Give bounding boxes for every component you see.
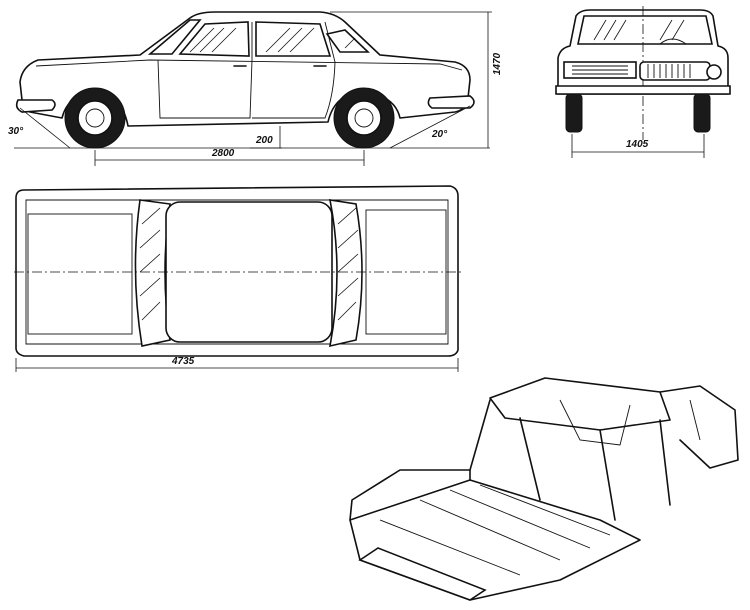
- side-quarter-window: [325, 29, 370, 53]
- approach-angle-line: [19, 107, 71, 149]
- structure-d-pillar: [659, 419, 671, 506]
- structure-front-bumper-beam: [358, 547, 487, 601]
- structure-c-pillar: [599, 429, 616, 521]
- side-front-bumper: [15, 99, 56, 113]
- structure-floor-ribs: [379, 484, 611, 576]
- body-structure-perspective: [349, 377, 739, 601]
- wheelbase-label: 2800: [211, 148, 235, 159]
- structure-roof-outline: [489, 377, 671, 431]
- side-front-hubcap: [85, 108, 105, 128]
- approach-angle-label: 30°: [8, 126, 24, 137]
- front-windshield: [577, 15, 713, 45]
- side-rear-hubcap: [354, 108, 374, 128]
- departure-angle-label: 20°: [431, 129, 448, 140]
- side-window-hatching: [189, 27, 356, 53]
- front-steering-wheel: [659, 38, 687, 45]
- front-bumper: [555, 85, 731, 95]
- top-body-outline: [15, 185, 459, 357]
- side-front-window: [178, 21, 250, 57]
- ground-clearance-label: 200: [255, 135, 273, 146]
- front-body-outline: [557, 9, 729, 95]
- structure-front-apron: [349, 469, 471, 521]
- top-hood: [27, 213, 133, 335]
- front-left-tire: [565, 93, 583, 133]
- structure-b-pillar: [519, 417, 541, 501]
- structure-floor-outline: [349, 479, 641, 601]
- side-rear-door: [252, 21, 336, 119]
- front-right-tire: [693, 93, 711, 133]
- front-grille: [639, 61, 711, 81]
- top-windshield: [134, 199, 171, 347]
- track-width-label: 1405: [626, 139, 649, 150]
- side-windshield: [147, 19, 202, 55]
- side-front-hub: [77, 100, 113, 136]
- side-rear-hub: [346, 100, 382, 136]
- top-inner-outline: [25, 199, 449, 345]
- structure-rear-panel: [659, 385, 739, 469]
- front-windshield-hatching: [593, 19, 685, 41]
- side-front-door: [157, 22, 253, 119]
- top-view: 4735: [14, 185, 462, 372]
- front-headlight: [706, 64, 722, 80]
- overall-length-label: 4735: [171, 356, 195, 367]
- front-rear-view: 1405: [555, 6, 731, 158]
- departure-angle-line: [389, 105, 471, 149]
- structure-inner-panels: [559, 399, 701, 446]
- top-rear-window: [328, 199, 363, 348]
- overall-height-label: 1470: [492, 52, 503, 75]
- side-view: 30° 20° 200 2800 1470: [8, 11, 503, 166]
- structure-a-pillar: [469, 399, 491, 471]
- top-glass-hatching: [139, 207, 359, 321]
- front-grille-bars: [647, 64, 691, 78]
- side-belt-line: [35, 59, 463, 71]
- side-rear-bumper: [427, 95, 475, 109]
